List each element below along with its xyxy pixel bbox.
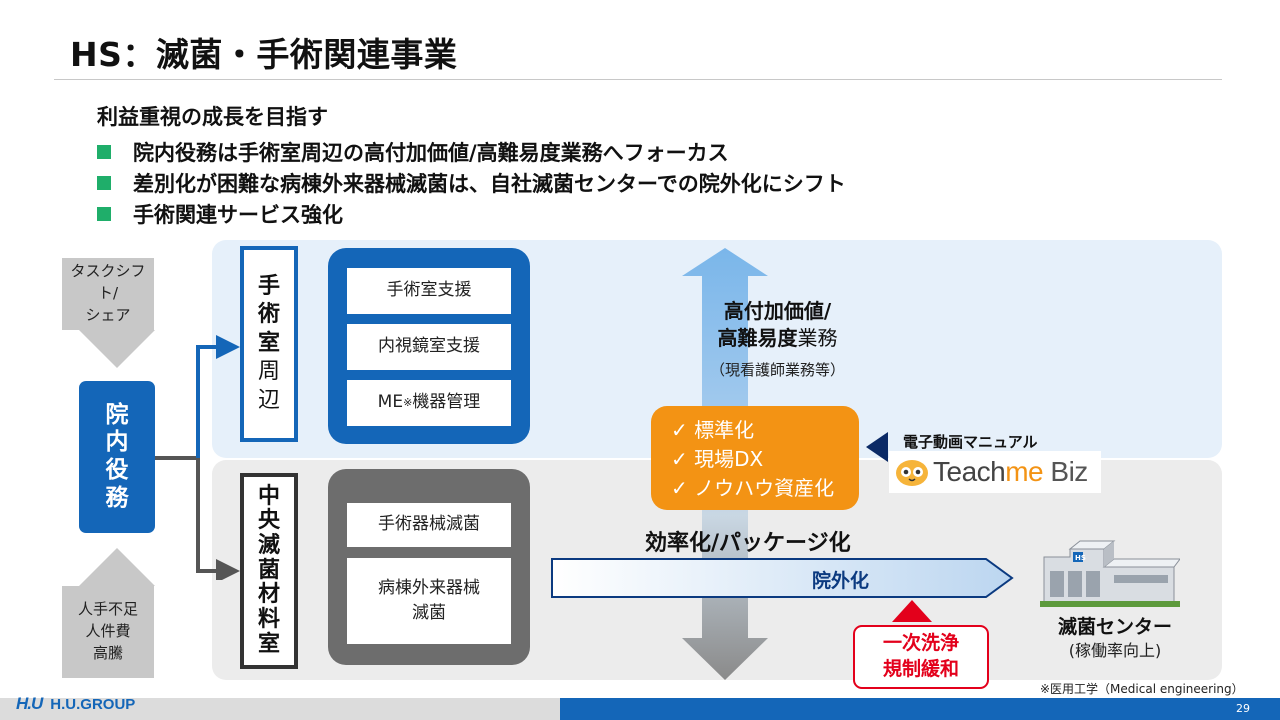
logo-mark: H.U (16, 694, 43, 713)
lead-text: 利益重視の成長を目指す (97, 105, 328, 129)
initiative-text: ノウハウ資産化 (694, 476, 835, 500)
services-text: 業務 (797, 326, 838, 350)
bullet-item: 手術関連サービス強化 (97, 199, 343, 229)
central-char: 央 (257, 508, 280, 534)
check-icon: ✓ (671, 447, 688, 471)
teachme-brand-pre: Teach (933, 456, 1006, 487)
bullet-square-icon (97, 207, 111, 221)
endoscopy-support-item: 内視鏡室支援 (347, 324, 511, 370)
bullet-item: 差別化が困難な病棟外来器械滅菌は、自社滅菌センターでの院外化にシフト (97, 168, 846, 198)
me-equipment-item: ME※機器管理 (347, 380, 511, 426)
logo-text: H.U.GROUP (50, 695, 136, 713)
pointer-left-icon (866, 432, 888, 462)
footer-gray-bar (0, 698, 560, 720)
initiative-item: ✓ 現場DX (671, 445, 859, 474)
in-hospital-char: 務 (105, 484, 129, 511)
down-arrow-icon (79, 330, 155, 368)
teachme-brand-post: Biz (1043, 456, 1088, 487)
in-hospital-char: 内 (105, 429, 129, 456)
central-char: 滅 (257, 533, 280, 559)
surgery-char: 室 (257, 330, 280, 356)
initiative-item: ✓ 標準化 (671, 416, 859, 445)
in-hospital-char: 院 (105, 401, 129, 428)
central-char: 料 (257, 606, 280, 632)
bullet-text: 差別化が困難な病棟外来器械滅菌は、自社滅菌センターでの院外化にシフト (133, 172, 846, 196)
high-difficulty-text: 高難易度 (717, 326, 798, 350)
sterile-center-building-icon: HS (1040, 540, 1180, 607)
check-icon: ✓ (671, 418, 688, 442)
title-divider (54, 79, 1222, 80)
bullet-text: 院内役務は手術室周辺の高付加価値/高難易度業務へフォーカス (133, 141, 729, 165)
me-prefix: ME (377, 392, 404, 413)
teachme-biz-logo: Teachme Biz (889, 451, 1101, 493)
surgery-char: 手 (257, 273, 280, 299)
efficiency-label: 効率化/パッケージ化 (645, 531, 851, 556)
outsourcing-label: 院外化 (812, 570, 870, 592)
ward-instrument-sterilization-item: 病棟外来器械 滅菌 (347, 558, 511, 644)
initiative-text: 現場DX (694, 447, 764, 471)
building-sign: HS (1075, 554, 1086, 562)
central-char: 室 (257, 631, 280, 657)
branch-connector (155, 335, 240, 580)
surgery-support-item: 手術室支援 (347, 268, 511, 314)
surgery-char: 辺 (257, 387, 280, 413)
footnote: ※医用工学（Medical engineering） (1040, 682, 1244, 696)
deregulation-box: 一次洗浄 規制緩和 (853, 625, 989, 689)
page-number: 29 (1236, 702, 1250, 715)
in-hospital-char: 役 (105, 457, 129, 483)
task-shift-line: シェア (85, 305, 131, 324)
bullet-square-icon (97, 145, 111, 159)
labor-line: 高騰 (92, 643, 123, 662)
me-suffix: 機器管理 (412, 392, 481, 413)
up-arrow-icon (79, 548, 155, 586)
surgical-instrument-sterilization-item: 手術器械滅菌 (347, 503, 511, 547)
central-char: 菌 (257, 557, 280, 583)
central-char: 材 (257, 582, 280, 608)
surgery-char: 周 (257, 359, 280, 385)
task-shift-box: タスクシフト/ シェア (62, 258, 154, 330)
deregulation-line: 一次洗浄 (882, 632, 959, 655)
central-sterile-label: 中 央 滅 菌 材 料 室 (240, 473, 298, 669)
red-up-arrow-icon (892, 600, 932, 622)
bullet-text: 手術関連サービス強化 (133, 203, 343, 227)
ward-line: 病棟外来器械 (378, 577, 480, 598)
high-value-line: 高付加価値/ (723, 299, 832, 323)
bullet-item: 院内役務は手術室周辺の高付加価値/高難易度業務へフォーカス (97, 137, 729, 167)
sterile-center-label: 滅菌センター (1057, 616, 1172, 638)
outsourcing-arrow (551, 558, 1014, 598)
sterile-center-sub: (稼働率向上) (1068, 641, 1162, 660)
bullet-square-icon (97, 176, 111, 190)
surgery-area-label: 手 術 室 周 辺 (240, 246, 298, 442)
video-manual-label: 電子動画マニュアル (903, 433, 1038, 451)
company-logo: H.U H.U.GROUP (16, 694, 135, 714)
footer-blue-bar (560, 698, 1280, 720)
high-value-sub: （現看護師業務等） (709, 361, 845, 379)
task-shift-line: タスクシフト/ (70, 262, 146, 303)
teachme-brand-mid: me (1005, 456, 1044, 487)
initiative-item: ✓ ノウハウ資産化 (671, 474, 859, 503)
central-char: 中 (257, 483, 280, 509)
initiatives-box: ✓ 標準化 ✓ 現場DX ✓ ノウハウ資産化 (651, 406, 859, 510)
high-value-label: 高付加価値/ 高難易度業務 (690, 298, 865, 352)
page-title: HS：滅菌・手術関連事業 (70, 35, 458, 74)
ward-line: 滅菌 (412, 603, 446, 623)
teachme-owl-icon (896, 460, 928, 486)
labor-line: 人手不足 (77, 600, 138, 619)
in-hospital-services-box: 院 内 役 務 (79, 381, 155, 533)
initiative-text: 標準化 (694, 418, 755, 442)
check-icon: ✓ (671, 476, 688, 500)
labor-shortage-box: 人手不足 人件費 高騰 (62, 586, 154, 678)
labor-line: 人件費 (85, 622, 131, 641)
me-footnote-mark: ※ (403, 395, 413, 409)
deregulation-line: 規制緩和 (882, 658, 959, 680)
surgery-char: 術 (257, 302, 280, 328)
